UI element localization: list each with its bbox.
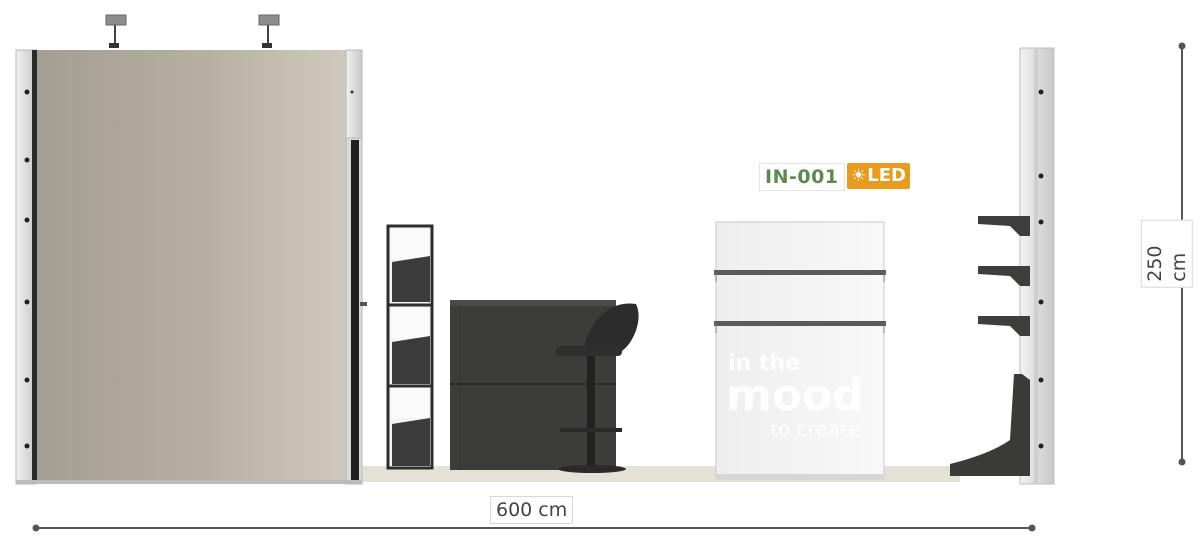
- led-badge: ☀LED: [847, 163, 910, 189]
- height-dimension-label: 250 cm: [1140, 220, 1193, 288]
- counter-graphic-line3: to create: [770, 417, 860, 441]
- bar-stool: [556, 303, 639, 473]
- led-badge-label: LED: [867, 165, 906, 186]
- brochure-stand: [386, 224, 434, 470]
- width-dimension-label: 600 cm: [490, 496, 574, 524]
- sun-icon: ☀: [851, 166, 867, 186]
- spotlight-right: [258, 14, 280, 48]
- counter-graphic-line2: mood: [726, 370, 864, 421]
- led-counter: [714, 221, 886, 480]
- counter-graphic-line1: in the: [728, 351, 800, 376]
- left-wall: [15, 49, 367, 485]
- wall-shelves: [950, 216, 1030, 476]
- spotlight-left: [105, 14, 127, 48]
- width-dimension-line: [32, 524, 1036, 532]
- product-code-label: IN-001: [759, 163, 845, 191]
